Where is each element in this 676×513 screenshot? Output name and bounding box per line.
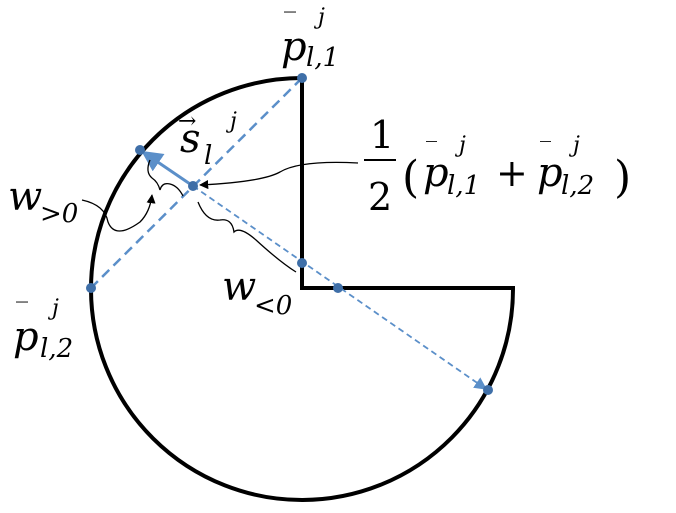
svg-text:w: w xyxy=(222,264,256,310)
shape-outline xyxy=(89,75,516,502)
svg-text:‾: ‾ xyxy=(16,298,28,326)
point-p-l1 xyxy=(297,73,307,83)
svg-text:j: j xyxy=(568,133,580,158)
svg-text:j: j xyxy=(47,296,59,321)
label-w-pos: w >0 xyxy=(8,174,78,229)
label-s-l: → s j l xyxy=(178,109,237,171)
svg-text:l,1: l,1 xyxy=(447,171,480,201)
svg-text:l,2: l,2 xyxy=(561,171,594,201)
svg-text:p: p xyxy=(537,150,563,196)
point-arc-lower xyxy=(483,385,493,395)
svg-text:‾: ‾ xyxy=(284,8,296,36)
svg-text:2: 2 xyxy=(368,175,392,219)
svg-text:>0: >0 xyxy=(40,199,78,229)
svg-text:): ) xyxy=(614,152,631,203)
svg-text:j: j xyxy=(225,109,237,134)
label-p-l1: ‾ p j l,1 xyxy=(281,5,339,73)
svg-text:‾: ‾ xyxy=(426,139,437,164)
s-vector xyxy=(141,150,194,188)
svg-text:‾: ‾ xyxy=(540,139,551,164)
leader-w-pos xyxy=(81,194,156,232)
svg-text:j: j xyxy=(454,133,466,158)
svg-text:w: w xyxy=(8,174,42,220)
label-midpoint-formula: 1 2 ( ‾ p j l,1 + ‾ p j l,2 ) xyxy=(364,113,631,219)
point-notch-vertical xyxy=(297,258,307,268)
svg-text:→: → xyxy=(178,109,196,134)
svg-text:s: s xyxy=(180,116,201,162)
point-notch-horizontal xyxy=(333,283,343,293)
point-arc-upper xyxy=(135,145,145,155)
svg-text:p: p xyxy=(281,24,307,70)
svg-text:p: p xyxy=(423,150,449,196)
leader-midpoint xyxy=(199,161,359,190)
brace-w-pos xyxy=(147,159,184,197)
point-midpoint xyxy=(188,181,198,191)
label-p-l2: ‾ p j l,2 xyxy=(13,296,73,364)
brace-w-neg xyxy=(197,201,297,273)
svg-text:+: + xyxy=(496,151,528,195)
svg-text:l,1: l,1 xyxy=(306,43,339,73)
svg-text:j: j xyxy=(313,5,325,30)
svg-text:1: 1 xyxy=(370,113,394,157)
svg-text:<0: <0 xyxy=(254,291,292,321)
svg-text:p: p xyxy=(13,314,39,360)
point-p-l2 xyxy=(86,283,96,293)
svg-text:(: ( xyxy=(402,152,419,203)
label-w-neg: w <0 xyxy=(222,264,292,321)
svg-text:l,2: l,2 xyxy=(40,334,73,364)
svg-text:l: l xyxy=(204,141,212,171)
